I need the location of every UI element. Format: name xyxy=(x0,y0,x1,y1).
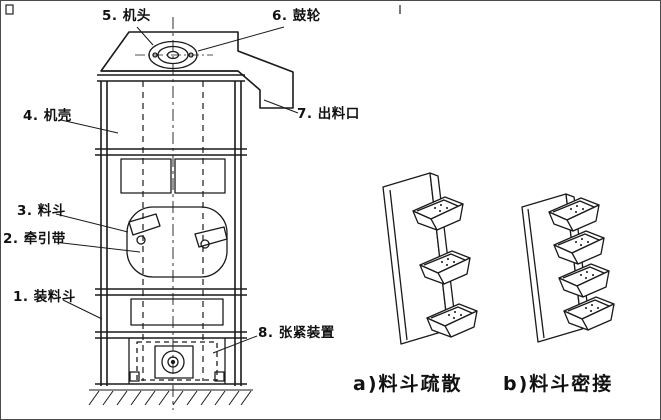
upper-buckets xyxy=(120,158,226,194)
scan-artifacts xyxy=(5,4,401,15)
tensioning-device-shape xyxy=(128,338,226,384)
bucket-panel-close xyxy=(521,193,615,343)
caption-buckets-close: b)料斗密接 xyxy=(503,373,614,395)
ground-hatching xyxy=(88,389,253,406)
leader-lines xyxy=(53,26,299,354)
loading-section xyxy=(130,298,224,326)
bucket-cutaway xyxy=(126,206,228,278)
part-label-bucket: 3. 料斗 xyxy=(17,203,66,219)
part-label-tensioning-device: 8. 张紧装置 xyxy=(258,325,335,341)
bucket-panel-spaced xyxy=(382,172,478,345)
part-label-drum-wheel: 6. 鼓轮 xyxy=(272,8,321,24)
elevator-tower xyxy=(88,17,294,410)
machine-head-outline xyxy=(97,31,294,109)
part-label-loading-hopper: 1. 装料斗 xyxy=(13,289,76,305)
drum-wheel-shape xyxy=(135,40,213,70)
part-label-traction-belt: 2. 牵引带 xyxy=(3,231,66,247)
caption-buckets-spaced: a)料斗疏散 xyxy=(353,373,463,395)
traction-belt-lines xyxy=(142,17,204,410)
casing-walls xyxy=(95,81,247,386)
part-label-discharge-outlet: 7. 出料口 xyxy=(297,106,360,122)
part-label-machine-head: 5. 机头 xyxy=(102,8,151,24)
part-label-casing: 4. 机壳 xyxy=(23,108,72,124)
